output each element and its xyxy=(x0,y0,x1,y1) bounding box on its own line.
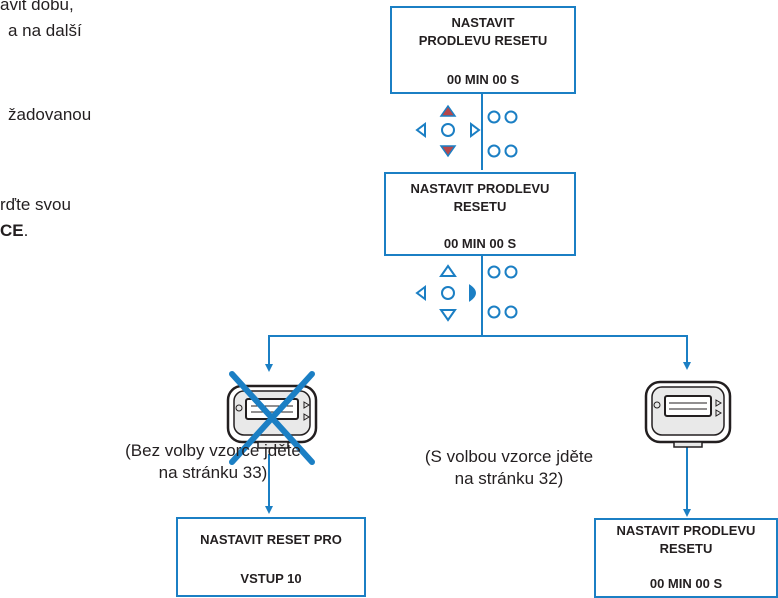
caption-right-text: (S volbou vzorce jděte na stránku 32) xyxy=(424,447,594,488)
keypad-right-pressed-icon xyxy=(415,264,518,322)
instruction-text-5: CE. xyxy=(0,220,28,242)
instruction-text-1: avit dobu, xyxy=(0,0,74,16)
box-value: 00 MIN 00 S xyxy=(446,72,520,87)
setting-box-bottom-right: NASTAVIT PRODLEVU RESETU 00 MIN 00 S xyxy=(594,518,778,598)
setting-box-middle: NASTAVIT PRODLEVU RESETU 00 MIN 00 S xyxy=(384,172,576,256)
setting-box-top: NASTAVIT PRODLEVU RESETU 00 MIN 00 S xyxy=(390,6,576,94)
box-title: NASTAVIT RESET PRO xyxy=(200,532,342,547)
instruction-text-2: a na další xyxy=(8,20,82,42)
box-value: 00 MIN 00 S xyxy=(649,576,723,591)
instruction-period: . xyxy=(23,221,29,240)
keypad-up-pressed-icon xyxy=(415,104,518,158)
instruction-line-4: rďte svou xyxy=(0,195,71,214)
cross-icon xyxy=(229,371,315,465)
box-title: NASTAVIT PRODLEVU RESETU xyxy=(410,181,550,214)
caption-without-formula: (Bez volby vzorce jděte na stránku 33) xyxy=(120,440,306,484)
box-title: NASTAVIT PRODLEVU RESETU xyxy=(616,523,756,556)
instruction-bold-word: CE xyxy=(0,221,24,240)
box-value: 00 MIN 00 S xyxy=(443,236,517,251)
box-value: VSTUP 10 xyxy=(240,571,302,586)
instruction-text-3: žadovanou xyxy=(8,104,91,126)
instruction-line-2: a na další xyxy=(8,21,82,40)
instruction-line-1: avit dobu, xyxy=(0,0,74,14)
box-title: NASTAVIT PRODLEVU RESETU xyxy=(418,15,548,48)
instruction-line-3: žadovanou xyxy=(8,105,92,124)
instruction-text-4: rďte svou xyxy=(0,194,71,216)
controller-device-icon xyxy=(644,380,732,448)
caption-with-formula: (S volbou vzorce jděte na stránku 32) xyxy=(416,446,602,490)
caption-left-text: (Bez volby vzorce jděte na stránku 33) xyxy=(125,441,301,482)
setting-box-bottom-left: NASTAVIT RESET PRO VSTUP 10 xyxy=(176,517,366,597)
